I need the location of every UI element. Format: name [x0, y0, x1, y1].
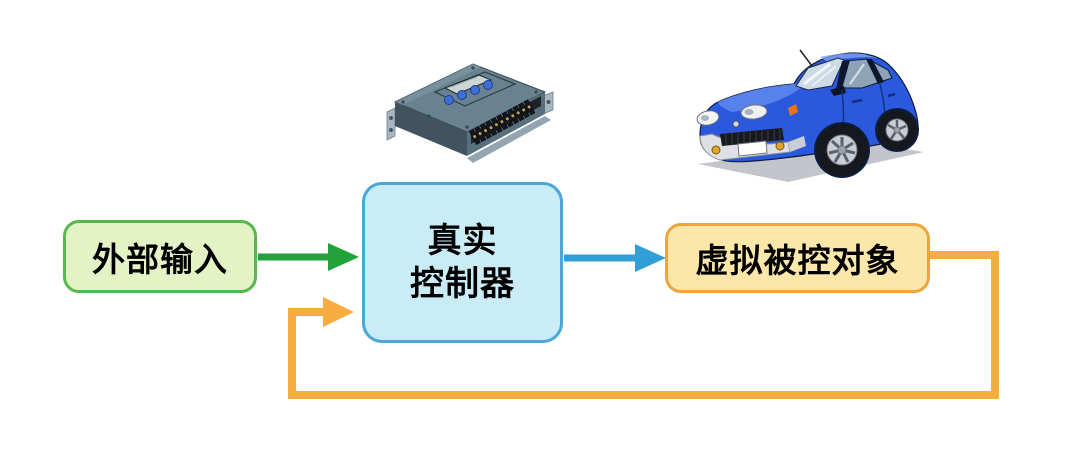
emblem: [732, 120, 740, 128]
car-glass: [795, 49, 893, 96]
external-input-label: 外部输入: [92, 240, 228, 278]
node-real-controller: 真实 控制器: [362, 182, 563, 343]
real-controller-label: 真实 控制器: [410, 222, 515, 303]
panel-buttons: [444, 80, 493, 105]
feedback-arrowhead-icon: [323, 297, 354, 327]
license-plate: [737, 140, 768, 157]
node-external-input: 外部输入: [63, 220, 257, 293]
controller-arrowhead-icon: [635, 244, 666, 272]
front-fascia: [696, 104, 806, 161]
arrow-controller-to-plant: [564, 244, 666, 272]
mounting-flanges: [386, 91, 554, 163]
rear-wheel: [877, 110, 917, 150]
node-virtual-plant: 虚拟被控对象: [665, 223, 930, 293]
lcd-display: [443, 74, 493, 95]
front-wheel: [816, 124, 868, 176]
input-arrowhead-icon: [328, 243, 359, 271]
terminal-block: [468, 96, 541, 145]
arrow-input-to-controller: [258, 243, 359, 271]
antenna: [799, 49, 813, 67]
car-wheels: [814, 108, 919, 178]
virtual-plant-label: 虚拟被控对象: [695, 242, 900, 279]
fog-light-right: [775, 141, 785, 151]
headlight-right: [740, 104, 768, 120]
turn-signal: [788, 104, 798, 116]
controller-photo: [386, 63, 554, 163]
fog-light-left: [711, 145, 721, 155]
front-panel: [401, 66, 538, 129]
car-illustration: [696, 49, 924, 182]
